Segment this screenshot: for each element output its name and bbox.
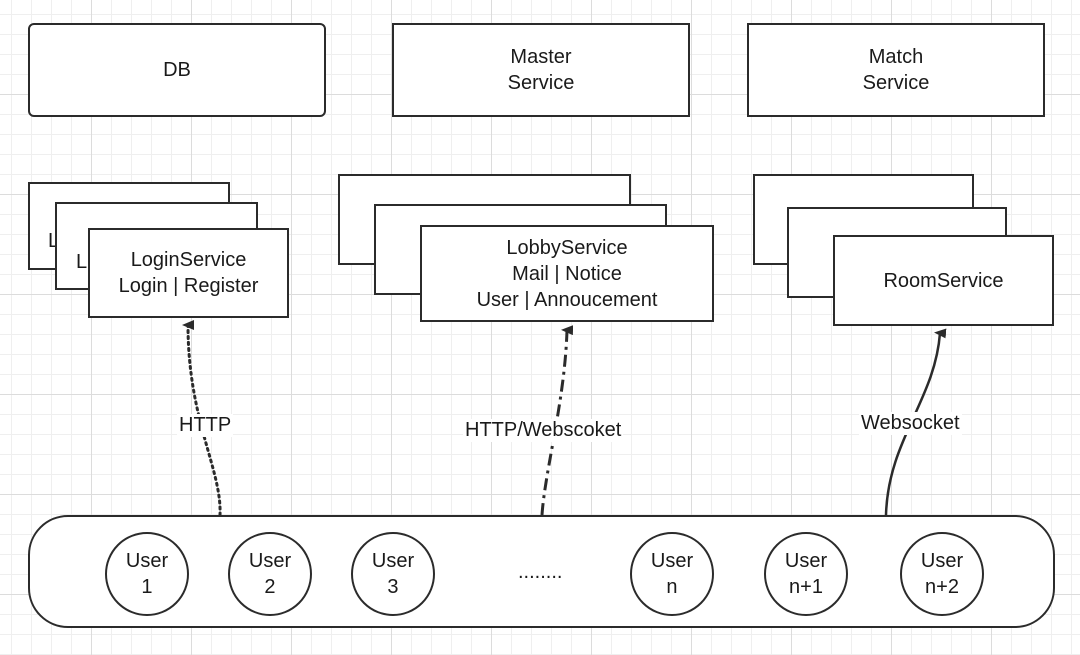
master-service-box: Master Service xyxy=(392,23,690,117)
user-node: User n xyxy=(630,532,714,616)
login-service-box: LoginService Login | Register xyxy=(88,228,289,318)
login-stack-middle-text: L xyxy=(76,251,88,273)
user-node: User 1 xyxy=(105,532,189,616)
room-service-box: RoomService xyxy=(833,235,1054,326)
login-stack-back-text: L xyxy=(48,230,60,252)
login-service-label: LoginService Login | Register xyxy=(118,249,259,297)
http-arrow xyxy=(182,319,222,517)
ellipsis: ........ xyxy=(518,561,563,583)
user-node: User n+2 xyxy=(900,532,984,616)
users-container xyxy=(28,515,1055,628)
user-node: User n+1 xyxy=(764,532,848,616)
master-service-label: Master Service xyxy=(507,46,575,94)
match-service-label: Match Service xyxy=(862,46,930,94)
user-node: User 3 xyxy=(351,532,435,616)
http-label: HTTP xyxy=(177,414,234,437)
db-label: DB xyxy=(163,59,191,81)
user-node: User 2 xyxy=(228,532,312,616)
room-service-label: RoomService xyxy=(883,269,1004,292)
websocket-label: Websocket xyxy=(859,412,962,435)
db-box: DB xyxy=(28,23,326,117)
lobby-service-label: LobbyService Mail | Notice User | Annouc… xyxy=(476,236,658,311)
lobby-service-box: LobbyService Mail | Notice User | Annouc… xyxy=(420,225,714,322)
http-websocket-label: HTTP/Webscoket xyxy=(463,419,624,442)
match-service-box: Match Service xyxy=(747,23,1045,117)
